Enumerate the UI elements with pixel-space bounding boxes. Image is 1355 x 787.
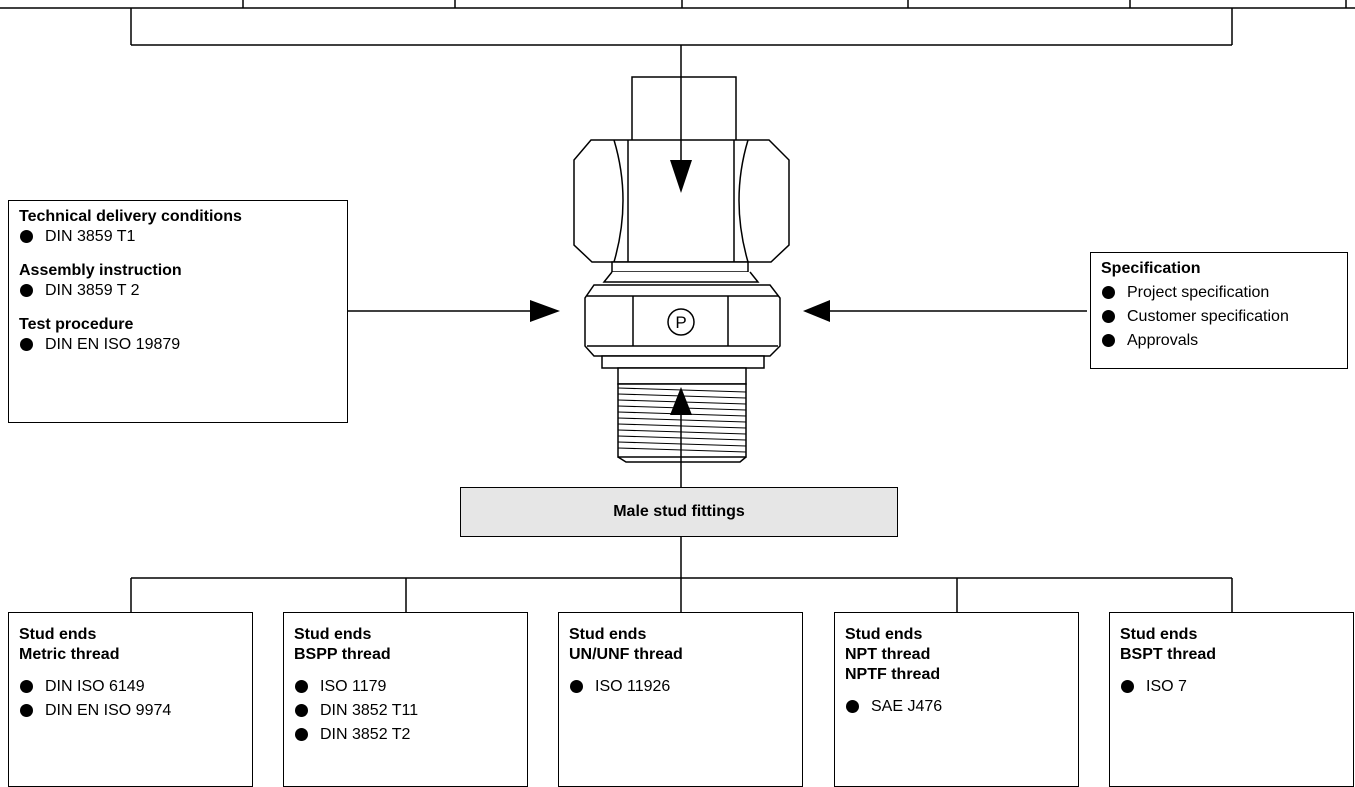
bullet-icon [20, 680, 33, 693]
list-item: DIN ISO 6149 [19, 677, 242, 697]
bullet-icon [295, 680, 308, 693]
bullet-icon [20, 230, 33, 243]
left-arrow-icon [803, 300, 830, 322]
bullet-icon [570, 680, 583, 693]
right-arrow-icon [530, 300, 560, 322]
list-item: ISO 1179 [294, 677, 517, 697]
list-item: DIN 3852 T11 [294, 701, 517, 721]
bullet-icon [20, 338, 33, 351]
p-marking: P [667, 308, 695, 336]
bullet-icon [846, 700, 859, 713]
list-item: SAE J476 [845, 697, 1068, 717]
top-connector [130, 8, 1233, 46]
p-marking-letter: P [675, 313, 686, 332]
bullet-icon [295, 704, 308, 717]
bullet-icon [1102, 286, 1115, 299]
list-item: Project specification [1101, 283, 1337, 303]
list-item: Customer specification [1101, 307, 1337, 327]
top-box-row [0, 0, 1355, 9]
bullet-icon [1102, 334, 1115, 347]
list-item: DIN 3859 T1 [19, 227, 337, 247]
section-title: Assembly instruction [19, 262, 182, 279]
section-delivery: Technical delivery conditions DIN 3859 T… [19, 207, 337, 247]
bullet-icon [295, 728, 308, 741]
list-item: Approvals [1101, 331, 1337, 351]
specification-box: Specification Project specification Cust… [1090, 252, 1348, 369]
center-label: Male stud fittings [613, 503, 745, 520]
list-item: DIN 3859 T 2 [19, 281, 337, 301]
section-assembly: Assembly instruction DIN 3859 T 2 [19, 261, 337, 301]
list-item: ISO 11926 [569, 677, 792, 697]
male-stud-fittings-box: Male stud fittings [460, 487, 898, 537]
list-item: DIN EN ISO 9974 [19, 701, 242, 721]
section-title: Test procedure [19, 316, 134, 333]
standards-box: Technical delivery conditions DIN 3859 T… [8, 200, 348, 423]
bullet-icon [20, 704, 33, 717]
bullet-icon [1102, 310, 1115, 323]
section-title: Technical delivery conditions [19, 208, 242, 225]
bullet-icon [20, 284, 33, 297]
specification-title: Specification [1101, 260, 1201, 277]
up-arrow-icon [670, 387, 692, 415]
down-arrow-icon [670, 160, 692, 193]
section-test: Test procedure DIN EN ISO 19879 [19, 315, 337, 355]
list-item: DIN 3852 T2 [294, 725, 517, 745]
list-item: DIN EN ISO 19879 [19, 335, 337, 355]
bullet-icon [1121, 680, 1134, 693]
list-item: ISO 7 [1120, 677, 1343, 697]
